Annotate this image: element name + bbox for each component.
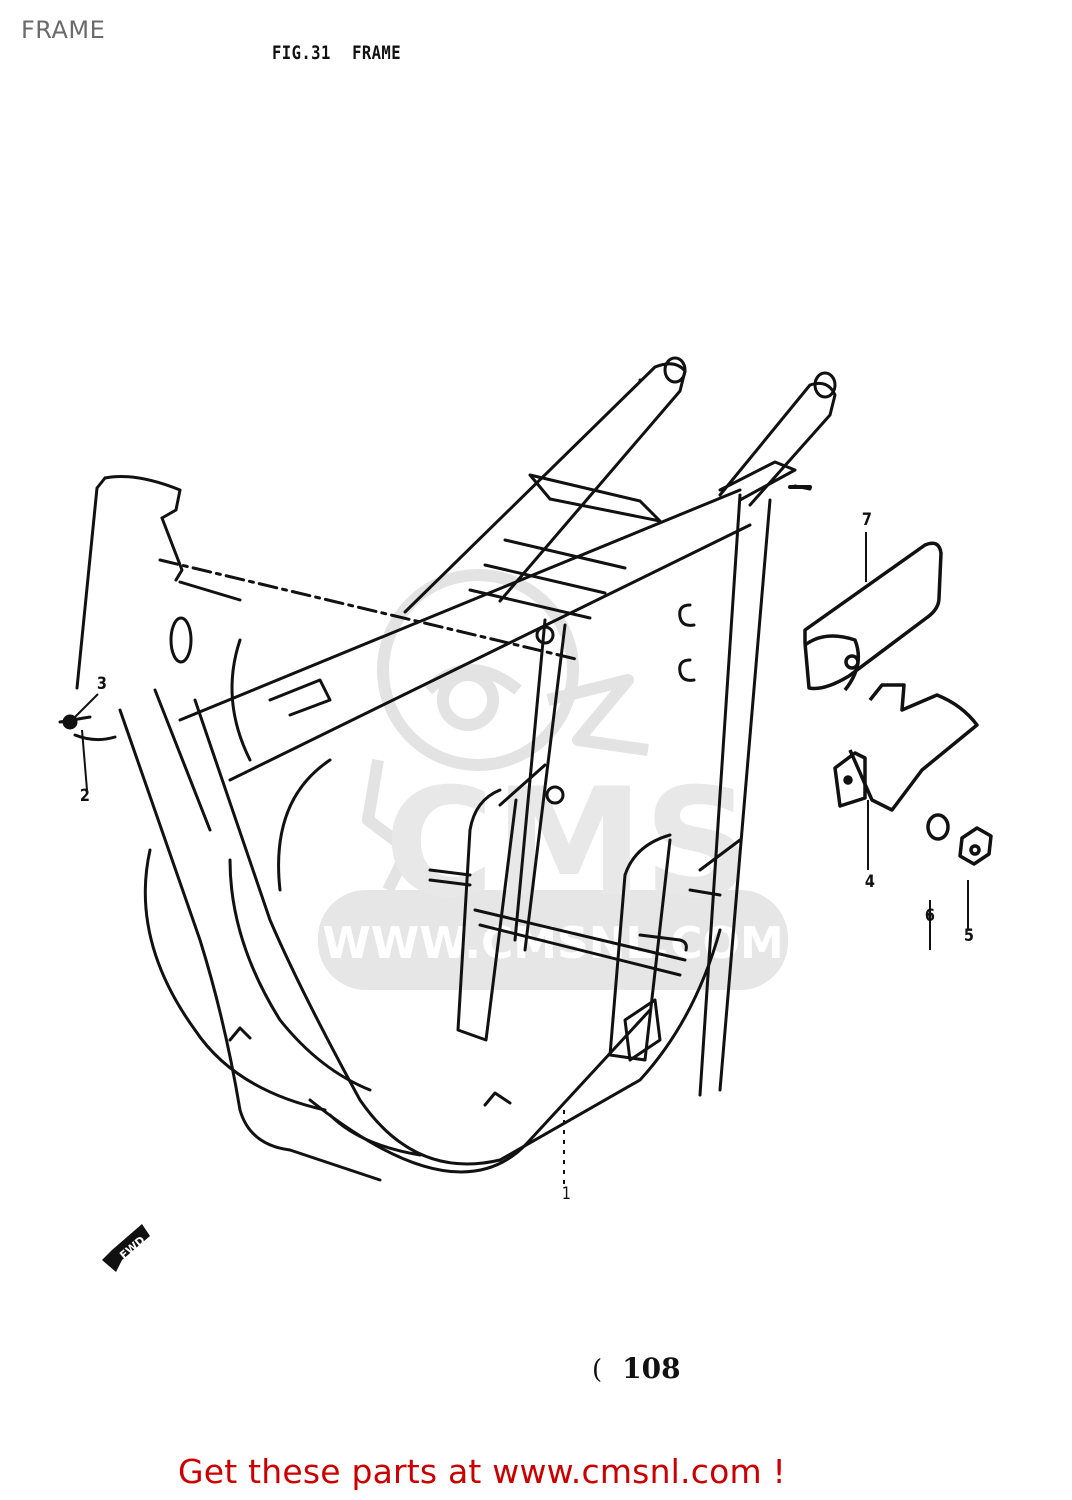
page-title: FRAME [21, 16, 106, 44]
figure-title: FIG.31 FRAME [272, 42, 401, 64]
get-parts-link[interactable]: Get these parts at www.cmsnl.com ! [178, 1452, 786, 1491]
page-number-value: 108 [622, 1352, 681, 1385]
figure-number: FIG.31 [272, 42, 331, 64]
callout-2[interactable]: 2 [79, 786, 90, 806]
page-number: (108 [592, 1352, 681, 1385]
callout-5[interactable]: 5 [963, 926, 974, 946]
page-number-prefix: ( [592, 1355, 603, 1385]
callout-1[interactable]: 1 [561, 1184, 572, 1204]
callout-3[interactable]: 3 [96, 674, 107, 694]
callout-4[interactable]: 4 [864, 872, 875, 892]
forward-arrow-icon: FWD [102, 1224, 150, 1272]
callout-6[interactable]: 6 [924, 906, 935, 926]
figure-title-text: FRAME [352, 42, 402, 64]
callout-7[interactable]: 7 [861, 510, 872, 530]
frame-diagram [58, 356, 993, 1190]
